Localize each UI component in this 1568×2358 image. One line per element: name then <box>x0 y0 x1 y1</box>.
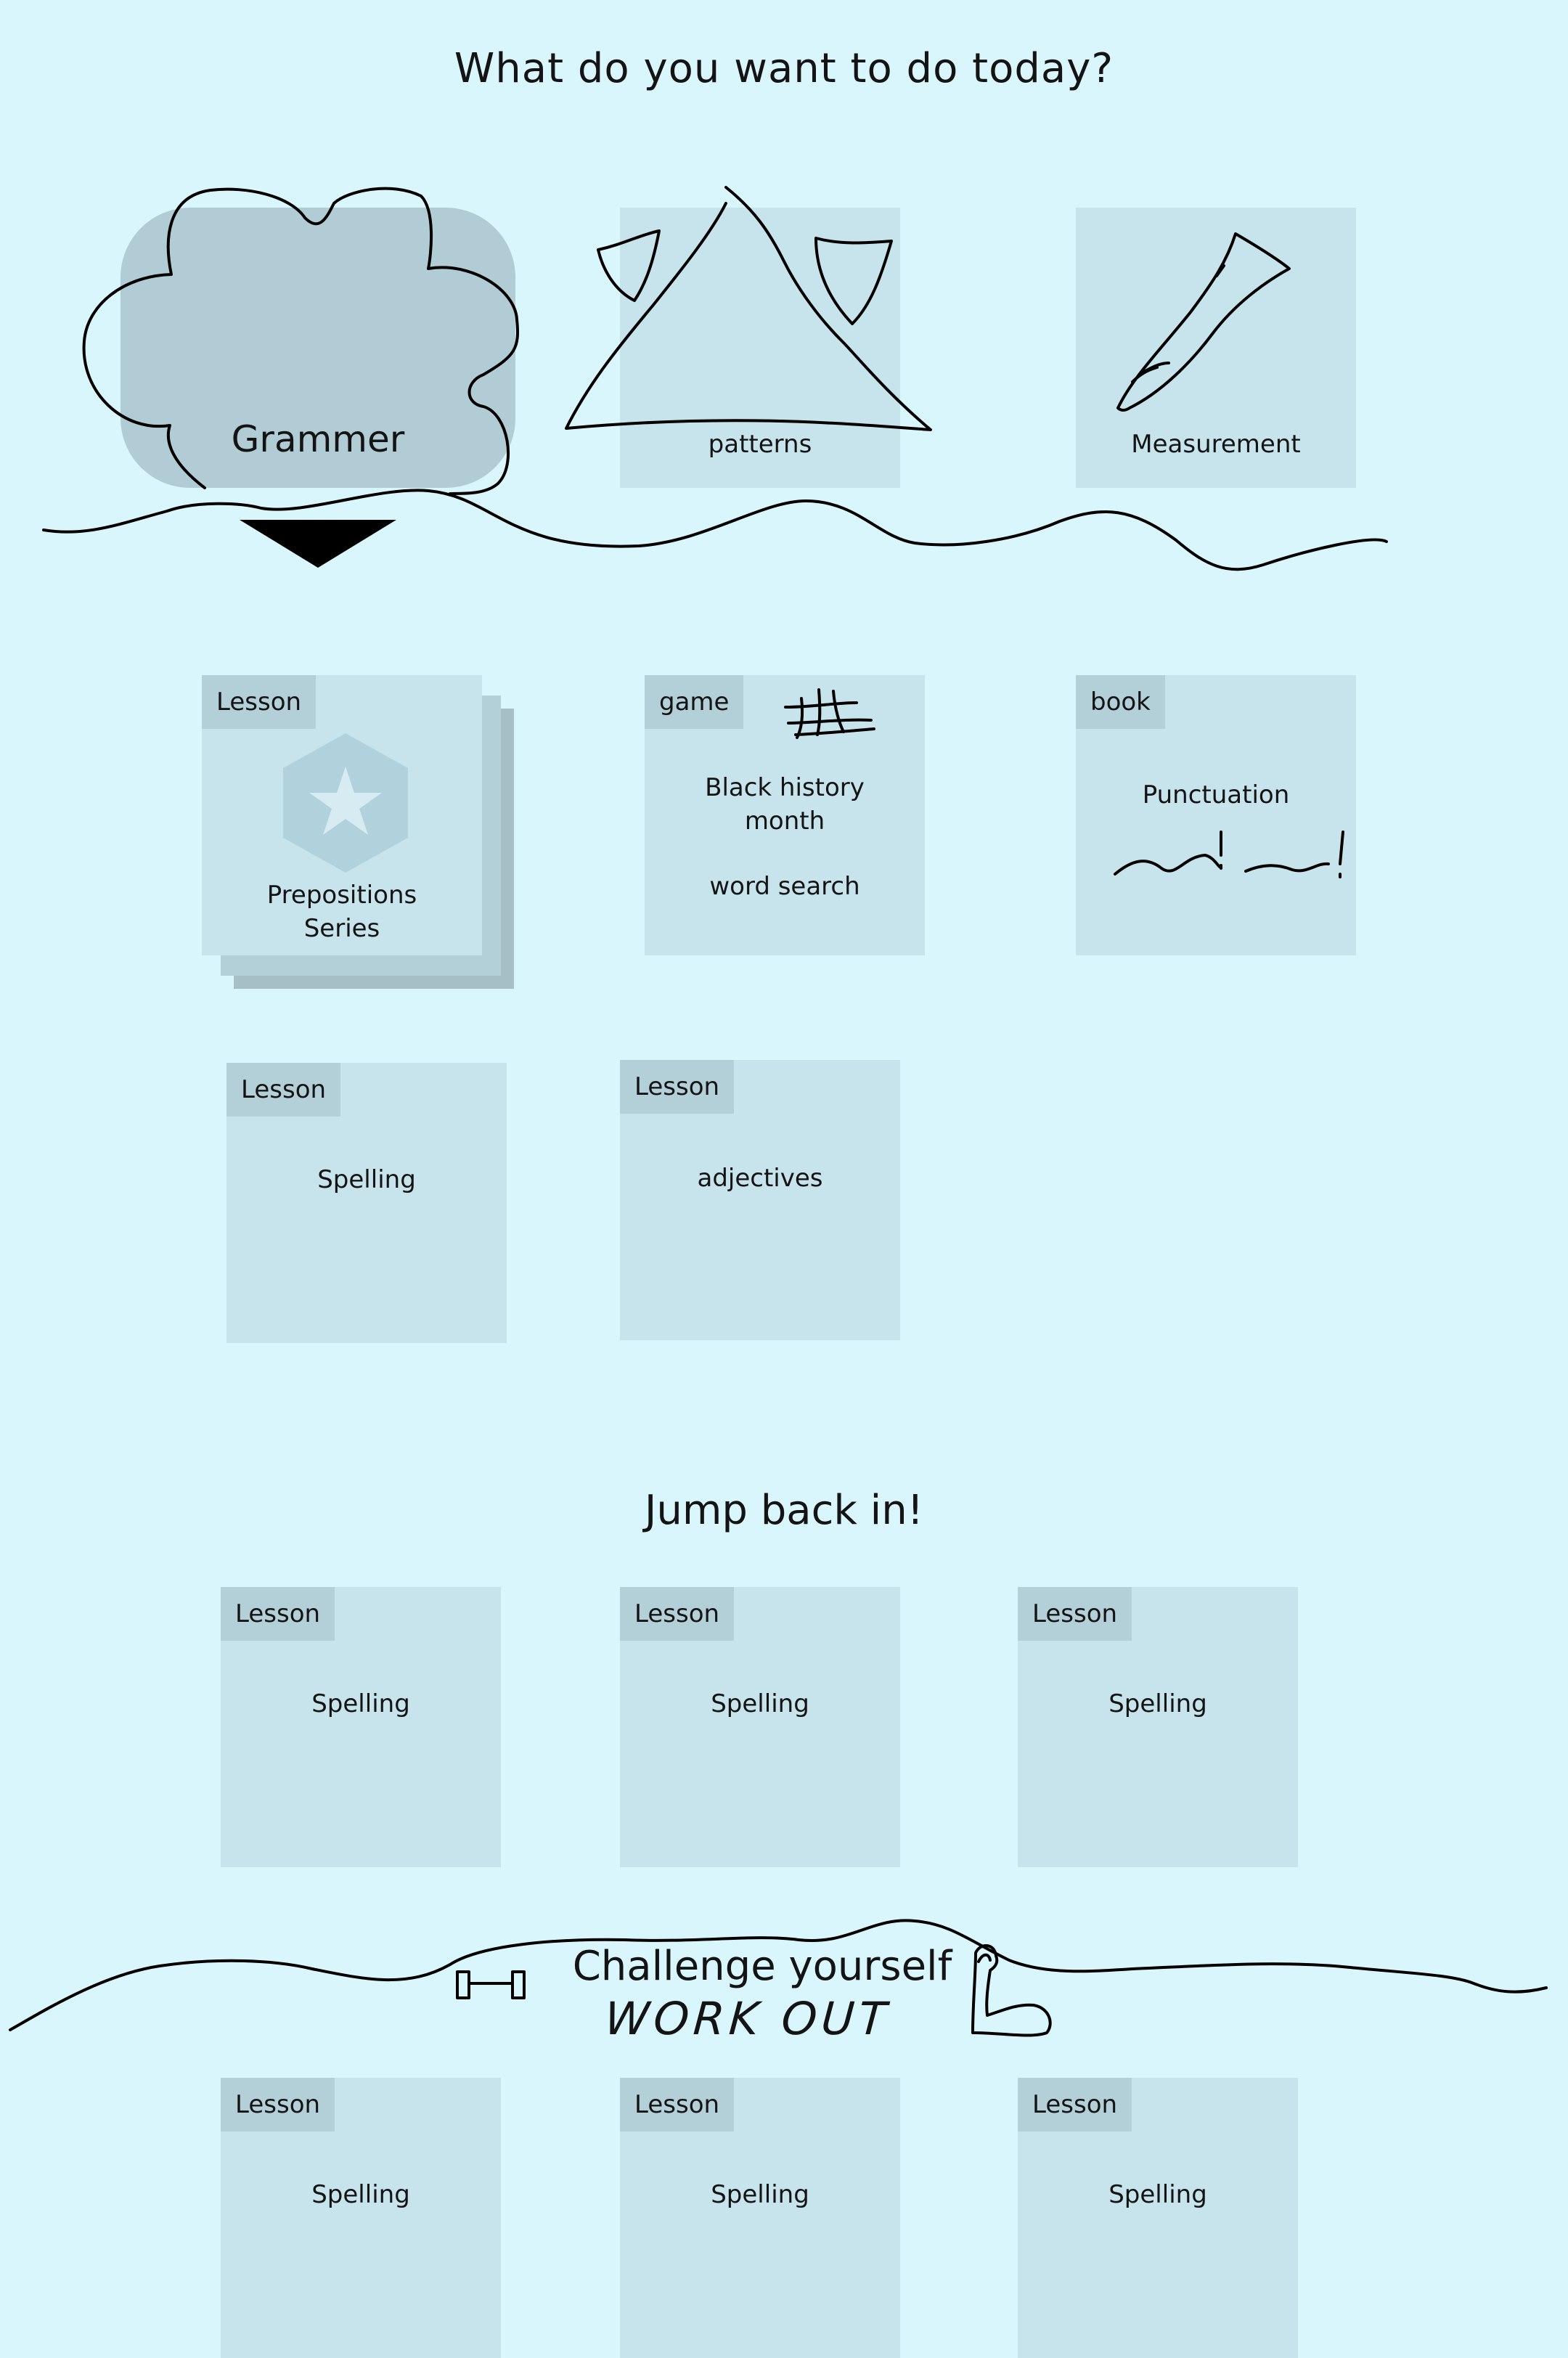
topic-grammar-label: Grammer <box>231 418 405 460</box>
card-tag: Lesson <box>1018 2078 1132 2131</box>
card-title-line-1: Black history <box>705 773 865 802</box>
jump-back-card-3[interactable]: Lesson Spelling <box>1018 1587 1298 1867</box>
selected-indicator-icon <box>240 520 396 568</box>
dumbbell-doodle-icon <box>456 1970 526 1999</box>
card-title: Spelling <box>1108 2180 1207 2209</box>
challenge-card-3[interactable]: Lesson Spelling <box>1018 2078 1298 2358</box>
card-tag: Lesson <box>221 1587 335 1641</box>
jump-back-card-1[interactable]: Lesson Spelling <box>221 1587 501 1867</box>
card-title-line-1: Prepositions <box>266 881 417 910</box>
card-tag: Lesson <box>202 675 317 729</box>
topic-measurement-label: Measurement <box>1131 430 1301 459</box>
card-title: Spelling <box>317 1165 416 1194</box>
card-title: Spelling <box>311 1689 410 1718</box>
card-spelling[interactable]: Lesson Spelling <box>226 1063 507 1343</box>
jump-back-card-2[interactable]: Lesson Spelling <box>620 1587 900 1867</box>
topic-grammar[interactable]: Grammer <box>121 208 515 488</box>
topic-measurement[interactable]: Measurement <box>1076 208 1356 488</box>
card-adjectives[interactable]: Lesson adjectives <box>620 1060 900 1340</box>
card-tag: book <box>1076 675 1165 729</box>
challenge-card-2[interactable]: Lesson Spelling <box>620 2078 900 2358</box>
card-punctuation[interactable]: book Punctuation <box>1076 675 1356 955</box>
workout-handwritten-label: WORK OUT <box>603 1992 893 2045</box>
page-title: What do you want to do today? <box>454 45 1114 92</box>
card-title: Spelling <box>1108 1689 1207 1718</box>
card-title: Spelling <box>311 2180 410 2209</box>
card-tag: game <box>645 675 744 729</box>
hexagon-star-icon <box>283 733 408 873</box>
jump-back-heading: Jump back in! <box>644 1487 924 1534</box>
flexed-arm-doodle-icon <box>971 1944 1052 2037</box>
card-title: Spelling <box>711 1689 809 1718</box>
card-title-line-2: month <box>744 807 825 836</box>
card-tag: Lesson <box>620 1587 735 1641</box>
card-tag: Lesson <box>1018 1587 1132 1641</box>
card-subtitle: word search <box>709 872 860 901</box>
topic-patterns-label: patterns <box>708 430 812 459</box>
card-title: Spelling <box>711 2180 809 2209</box>
challenge-card-1[interactable]: Lesson Spelling <box>221 2078 501 2358</box>
card-title-line-2: Series <box>303 914 380 943</box>
card-title: Punctuation <box>1142 780 1290 809</box>
challenge-heading: Challenge yourself <box>572 1943 952 1990</box>
card-title: adjectives <box>697 1164 823 1193</box>
card-prepositions-series[interactable]: Lesson Prepositions Series <box>202 675 482 955</box>
topic-patterns[interactable]: patterns <box>620 208 900 488</box>
card-tag: Lesson <box>620 1060 735 1114</box>
card-tag: Lesson <box>221 2078 335 2131</box>
card-black-history-word-search[interactable]: game Black history month word search <box>645 675 925 955</box>
card-tag: Lesson <box>226 1063 341 1117</box>
card-tag: Lesson <box>620 2078 735 2131</box>
